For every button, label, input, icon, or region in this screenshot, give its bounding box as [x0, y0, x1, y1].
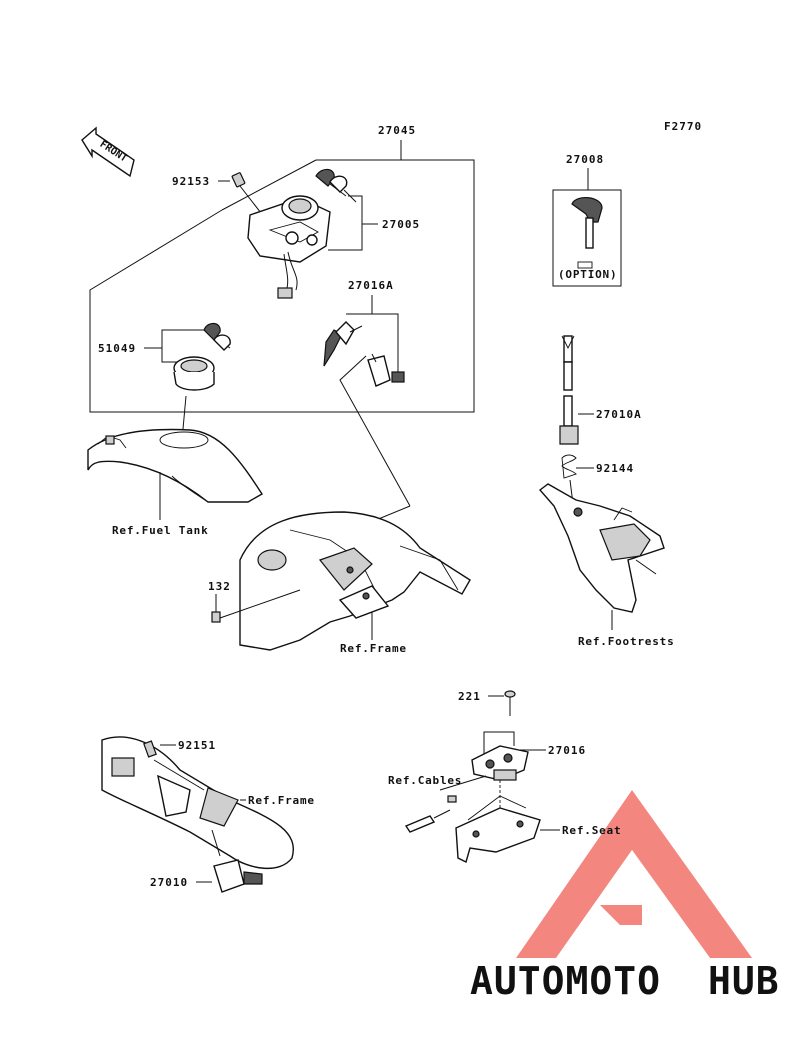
label-option: (OPTION) [558, 268, 617, 281]
part-27005-ignition-switch: 27005 [247, 168, 420, 299]
watermark-text: AUTOMOTO HUB [470, 959, 780, 1003]
watermark-logo [516, 790, 752, 958]
figure-code: F2770 [664, 120, 702, 133]
part-51049-fuel-cap: 51049 [98, 322, 231, 441]
ref-cables: Ref.Cables [388, 774, 462, 787]
part-27016A-seat-lock: 27016A [323, 279, 411, 521]
part-27016-seat-catch: 221 27016 Ref.Cables Ref.Seat [388, 690, 621, 864]
front-arrow-icon: FRONT [81, 126, 135, 178]
ref-seat: Ref.Seat [562, 824, 621, 837]
label-27010A: 27010A [596, 408, 642, 421]
ref-footrests: Ref.Footrests [578, 635, 675, 648]
ref-frame-lower-drawing: 92151 Ref.Frame 27010 [101, 736, 315, 893]
watermark-word-a: AUTOMOTO [470, 959, 661, 1003]
label-92153: 92153 [172, 175, 210, 188]
ref-fuel-tank-drawing: Ref.Fuel Tank [87, 428, 263, 537]
label-27008: 27008 [566, 153, 604, 166]
label-132: 132 [208, 580, 231, 593]
label-27010: 27010 [150, 876, 188, 889]
ref-footrests-drawing: Ref.Footrests [538, 483, 675, 648]
label-27016A: 27016A [348, 279, 394, 292]
label-27005: 27005 [382, 218, 420, 231]
watermark-word-b: HUB [708, 959, 780, 1003]
label-221: 221 [458, 690, 481, 703]
part-27008-key-blank: 27008 (OPTION) [552, 153, 622, 287]
ref-frame-lower: Ref.Frame [248, 794, 315, 807]
ref-frame-center-drawing: Ref.Frame 132 [208, 511, 471, 655]
part-27010A-cable: 27010A 92144 [559, 335, 642, 513]
group-27045: 27045 [89, 124, 475, 413]
label-92144: 92144 [596, 462, 634, 475]
ref-frame-center: Ref.Frame [340, 642, 407, 655]
ref-fuel-tank: Ref.Fuel Tank [112, 524, 209, 537]
label-92151: 92151 [178, 739, 216, 752]
label-51049: 51049 [98, 342, 136, 355]
label-27016: 27016 [548, 744, 586, 757]
label-27045: 27045 [378, 124, 416, 137]
